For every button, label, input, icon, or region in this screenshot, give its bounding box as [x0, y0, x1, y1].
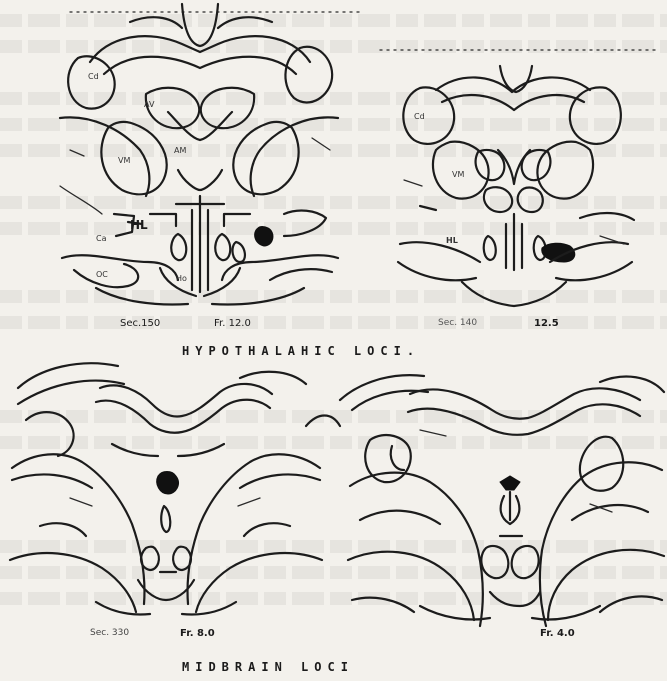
label-ca: Ca	[96, 234, 107, 243]
frontal-label-8-0: Fr. 8.0	[180, 628, 215, 639]
label-vm: VM	[118, 156, 130, 165]
label-cd-left: Cd	[88, 72, 99, 81]
frontal-label-4-0: Fr. 4.0	[540, 628, 575, 639]
label-cd-right: Cd	[414, 112, 425, 121]
hypothalamic-loci-caption: HYPOTHALAHIC LOCI.	[182, 344, 420, 358]
label-am: AM	[174, 146, 186, 155]
label-ho: Ho	[176, 274, 187, 283]
label-vm-right: VM	[452, 170, 464, 179]
midbrain-loci-caption: MIDBRAIN LOCI	[182, 660, 354, 674]
section-fr40-outline	[340, 375, 664, 626]
section-label-140: Sec. 140	[438, 318, 477, 328]
section-label-150: Sec.150	[120, 318, 160, 329]
label-oc: OC	[96, 270, 108, 279]
frontal-label-12-5: 12.5	[534, 318, 559, 329]
label-hl: HL	[130, 218, 148, 232]
label-hl-right: HL	[446, 236, 458, 245]
section-label-330: Sec. 330	[90, 628, 129, 638]
label-av: AV	[144, 100, 154, 109]
frontal-label-12-0: Fr. 12.0	[214, 318, 251, 329]
